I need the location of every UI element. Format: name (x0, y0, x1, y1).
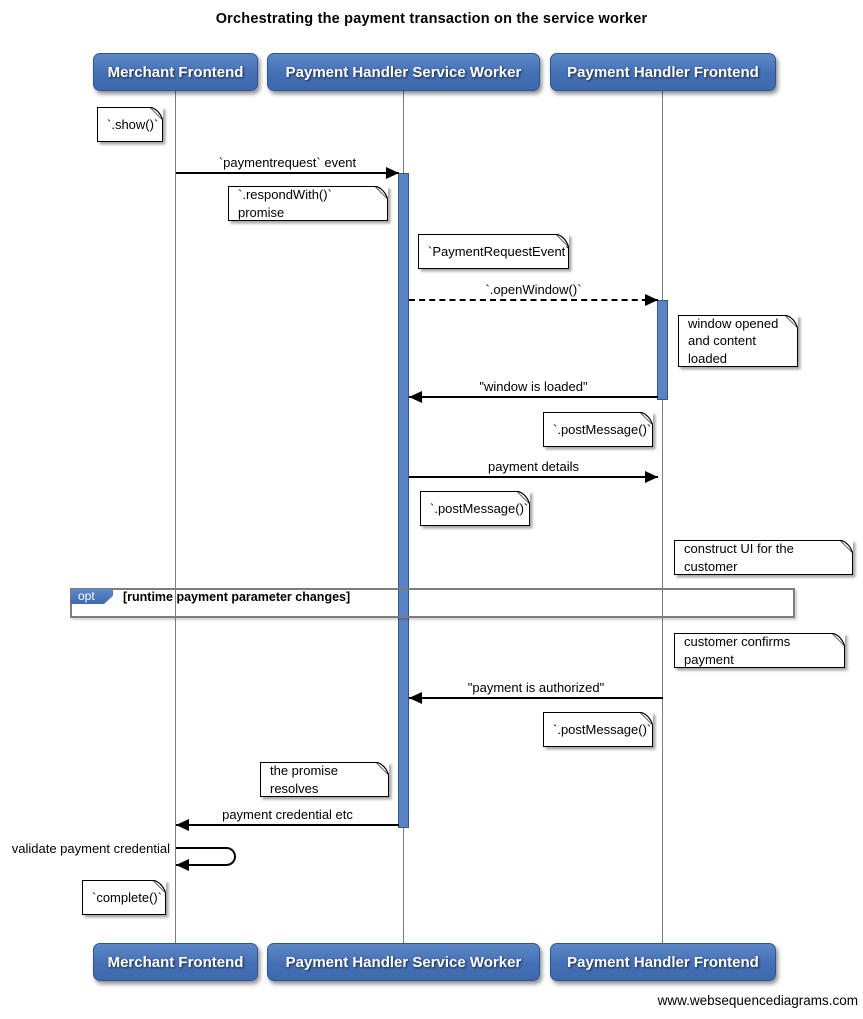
fragment-condition: [runtime payment parameter changes] (123, 590, 351, 604)
note-customer-confirms: customer confirms payment (674, 633, 845, 668)
actor-label: Payment Handler Service Worker (285, 63, 522, 81)
actor-label: Merchant Frontend (107, 63, 244, 81)
note-fold-icon (840, 540, 853, 553)
actor-label: Payment Handler Frontend (567, 63, 759, 81)
message-label-validate-payment-credential: validate payment credential (11, 841, 170, 856)
note-show: `.show()` (97, 107, 163, 142)
activation-service-worker (398, 173, 409, 828)
actor-label: Merchant Frontend (107, 953, 244, 971)
opt-fragment: opt [runtime payment parameter changes] (70, 588, 795, 618)
arrowhead-right-icon (645, 294, 658, 306)
actor-payment-handler-frontend-bottom: Payment Handler Frontend (550, 943, 776, 981)
arrowhead-right-icon (386, 167, 399, 179)
message-line-payment-details (409, 476, 658, 478)
message-line-openwindow (409, 299, 658, 301)
message-label-payment-credential-etc: payment credential etc (222, 807, 353, 822)
note-postmessage-3: `.postMessage()` (543, 712, 653, 747)
arrowhead-left-icon (176, 859, 189, 871)
note-fold-icon (785, 315, 798, 328)
note-postmessage-1: `.postMessage()` (543, 412, 653, 447)
note-promise-resolves: the promise resolves (260, 762, 389, 797)
message-line-payment-credential-etc (176, 824, 399, 826)
actor-service-worker-bottom: Payment Handler Service Worker (267, 943, 540, 981)
note-respondwith-promise: `.respondWith()` promise (228, 186, 388, 221)
note-fold-icon (832, 633, 845, 646)
note-text: window opened and content loaded (688, 316, 779, 366)
message-label-window-is-loaded: "window is loaded" (479, 379, 588, 394)
note-construct-ui: construct UI for the customer (674, 540, 853, 575)
lifeline-merchant-frontend (175, 91, 176, 943)
note-text: `.postMessage()` (553, 721, 652, 737)
note-text: `.postMessage()` (553, 421, 652, 437)
note-fold-icon (517, 491, 530, 504)
note-text: the promise resolves (270, 763, 338, 796)
actor-label: Payment Handler Frontend (567, 953, 759, 971)
watermark-websequencediagrams: www.websequencediagrams.com (657, 993, 858, 1008)
note-text: `.show()` (107, 116, 159, 132)
note-fold-icon (375, 186, 388, 199)
note-postmessage-2: `.postMessage()` (420, 491, 530, 526)
note-fold-icon (150, 107, 163, 120)
message-line-paymentrequest-event (176, 172, 399, 174)
message-label-payment-is-authorized: "payment is authorized" (467, 680, 605, 695)
actor-merchant-frontend-bottom: Merchant Frontend (93, 943, 258, 981)
note-fold-icon (153, 880, 166, 893)
note-text: `complete()` (92, 889, 163, 905)
diagram-title: Orchestrating the payment transaction on… (215, 11, 648, 27)
arrowhead-left-icon (176, 819, 189, 831)
message-line-payment-is-authorized (409, 697, 663, 699)
message-label-paymentrequest-event: `paymentrequest` event (218, 155, 357, 170)
arrowhead-left-icon (409, 692, 422, 704)
note-text: `PaymentRequestEvent` (428, 243, 570, 259)
note-fold-icon (640, 412, 653, 425)
note-text: construct UI for the customer (684, 541, 794, 574)
message-line-window-is-loaded (409, 396, 658, 398)
self-message-loop (176, 847, 236, 866)
note-fold-icon (376, 762, 389, 775)
note-window-opened: window opened and content loaded (678, 315, 798, 367)
arrowhead-right-icon (645, 471, 658, 483)
actor-service-worker-top: Payment Handler Service Worker (267, 53, 540, 91)
actor-payment-handler-frontend-top: Payment Handler Frontend (550, 53, 776, 91)
note-complete: `complete()` (82, 880, 166, 915)
actor-label: Payment Handler Service Worker (285, 953, 522, 971)
note-paymentrequestevent: `PaymentRequestEvent` (418, 234, 570, 269)
activation-payment-handler-frontend (657, 300, 668, 400)
fragment-operator-tab: opt (71, 589, 113, 604)
message-label-openwindow: `.openWindow()` (485, 282, 582, 297)
note-text: `.postMessage()` (430, 500, 529, 516)
message-label-payment-details: payment details (487, 459, 580, 474)
note-text: customer confirms payment (684, 634, 791, 667)
note-fold-icon (640, 712, 653, 725)
actor-merchant-frontend-top: Merchant Frontend (93, 53, 258, 91)
arrowhead-left-icon (409, 391, 422, 403)
note-fold-icon (556, 234, 569, 247)
note-text: `.respondWith()` promise (238, 187, 332, 220)
lifeline-payment-handler-frontend (662, 91, 663, 943)
